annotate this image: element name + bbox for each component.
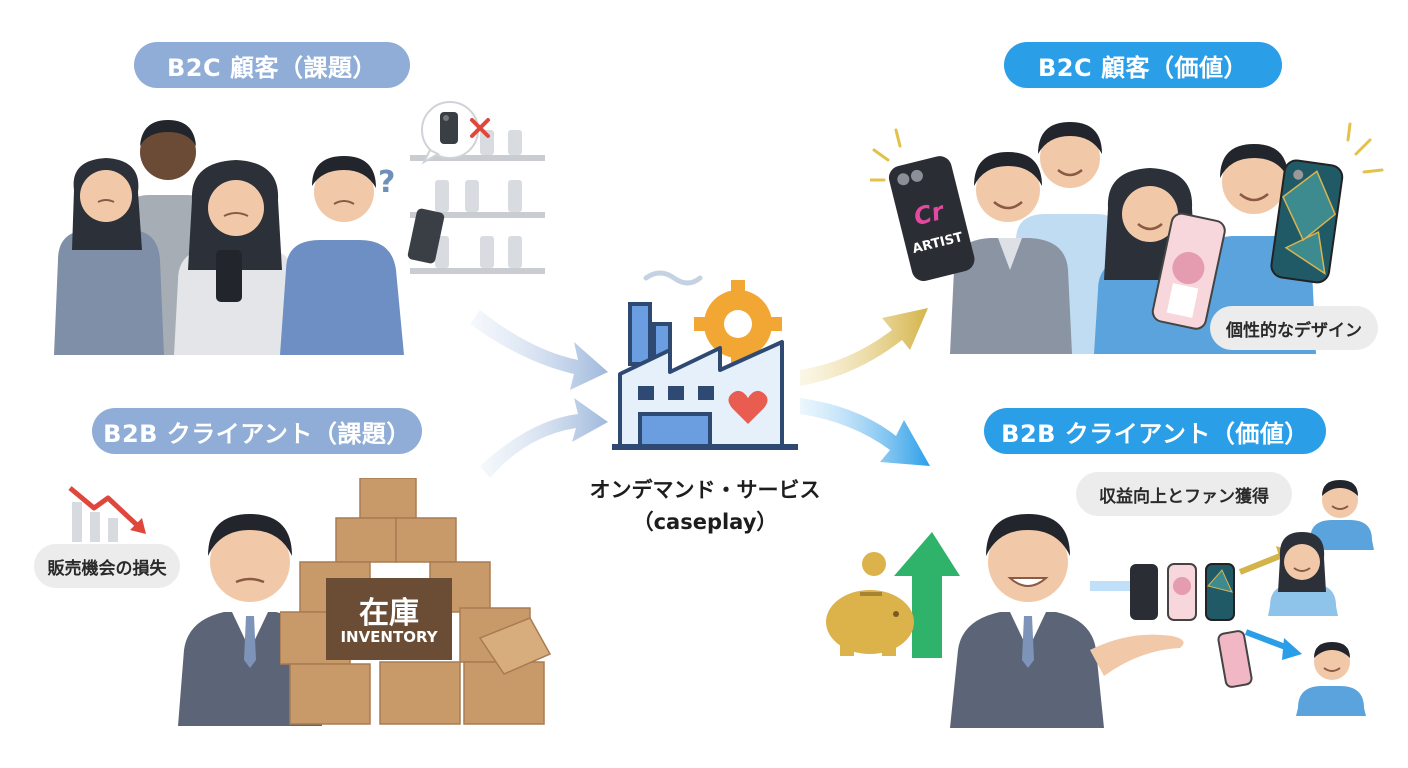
factory-icon bbox=[612, 270, 798, 450]
inventory-label-english: INVENTORY bbox=[340, 628, 438, 646]
happy-customers-illustration bbox=[870, 122, 1384, 354]
b2b-problem-label: B2B クライアント（課題） bbox=[92, 408, 422, 454]
growth-arrow-icon bbox=[894, 532, 960, 658]
declining-chart-icon bbox=[68, 486, 146, 542]
inventory-label-kanji: 在庫 bbox=[359, 596, 419, 631]
no-phone-case-icon bbox=[421, 101, 490, 165]
empty-shelf-icon bbox=[410, 130, 545, 274]
flow-arrows bbox=[470, 308, 930, 478]
service-title: オンデマンド・サービス bbox=[589, 478, 821, 502]
anime-phone-case bbox=[1151, 212, 1226, 330]
b2c-value-label: B2C 顧客（価値） bbox=[1004, 42, 1282, 88]
unique-design-bubble: 個性的なデザイン bbox=[1210, 306, 1378, 350]
b2c-problem-label: B2C 顧客（課題） bbox=[134, 42, 410, 88]
question-mark-icon: ? bbox=[378, 165, 395, 200]
artist-phone-case bbox=[888, 156, 975, 281]
inventory-boxes-illustration bbox=[280, 478, 552, 725]
flow-arrow-icon bbox=[470, 310, 608, 390]
flow-arrow-icon bbox=[800, 398, 930, 466]
case-distribution-illustration bbox=[1090, 480, 1374, 716]
lost-sales-bubble: 販売機会の損失 bbox=[34, 544, 180, 588]
revenue-fans-bubble: 収益向上とファン獲得 bbox=[1076, 472, 1292, 516]
gear-icon bbox=[694, 280, 782, 368]
heart-icon bbox=[728, 390, 768, 424]
piggy-bank-icon bbox=[826, 552, 914, 656]
b2b-value-label: B2B クライアント（価値） bbox=[984, 408, 1326, 454]
flow-arrow-icon bbox=[800, 308, 928, 386]
happy-businessman-illustration bbox=[950, 514, 1184, 728]
flow-arrow-icon bbox=[480, 398, 608, 478]
growth-illustration bbox=[826, 532, 960, 658]
frustrated-customers-illustration: ? bbox=[54, 101, 545, 355]
service-subtitle: （caseplay） bbox=[632, 510, 778, 534]
geometric-phone-case bbox=[1270, 159, 1344, 284]
